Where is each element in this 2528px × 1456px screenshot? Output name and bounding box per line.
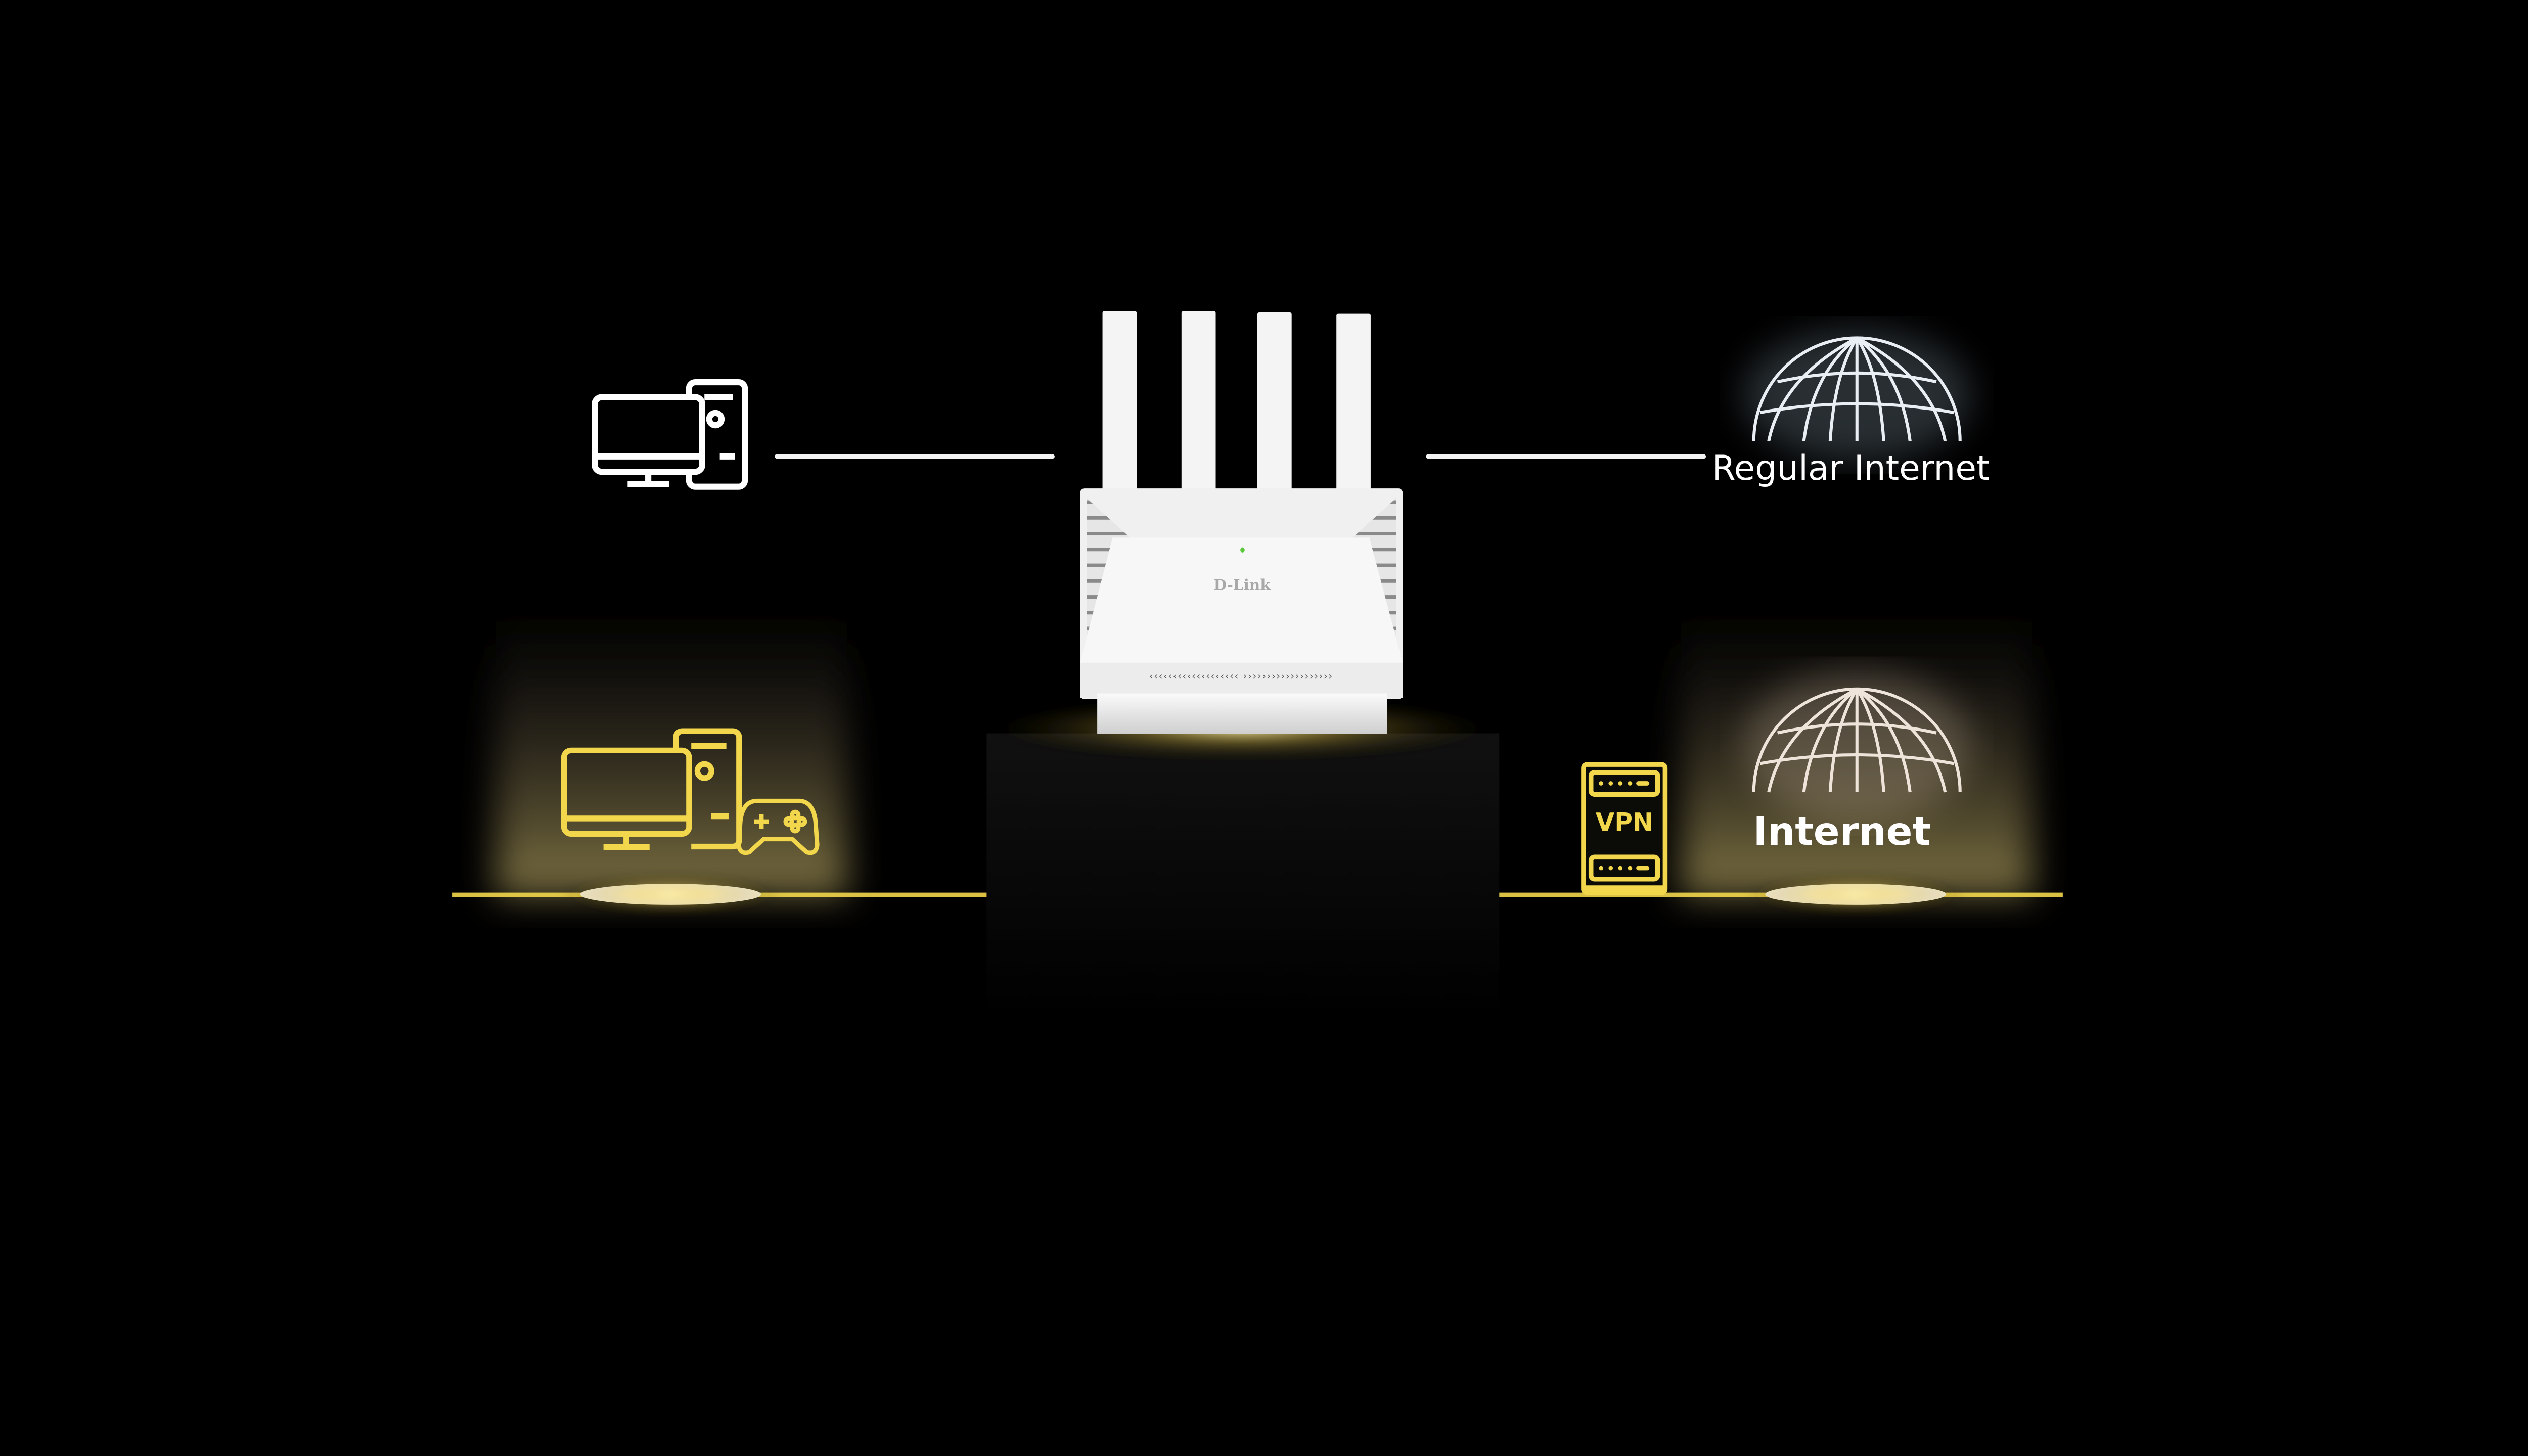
antennas <box>1102 311 1371 491</box>
router-pedestal <box>970 693 1514 1019</box>
gamepad-icon <box>736 798 820 855</box>
bottom-left-beam <box>495 570 847 895</box>
router-brand-logo: D-Link <box>1213 576 1271 594</box>
internet-label: Internet <box>1753 809 1931 854</box>
regular-internet-label: Regular Internet <box>1712 448 1990 488</box>
status-led <box>1240 547 1245 553</box>
desktop-computer-icon <box>592 379 748 490</box>
globe-dome-icon-bottom <box>1743 671 1971 821</box>
globe-dome-icon <box>1743 329 1971 461</box>
right-disc-halo <box>1741 872 1970 917</box>
vpn-routing-diagram: Regular Internet ‹‹‹‹‹‹‹‹‹‹‹‹‹‹‹‹‹‹‹ ›››… <box>452 311 2063 1019</box>
left-disc-halo <box>556 872 785 917</box>
router: ‹‹‹‹‹‹‹‹‹‹‹‹‹‹‹‹‹‹‹ ››››››››››››››››››› … <box>1080 311 1403 734</box>
vpn-server-icon <box>1581 762 1668 895</box>
vpn-label: VPN <box>1596 808 1653 837</box>
vent-chevrons: ‹‹‹‹‹‹‹‹‹‹‹‹‹‹‹‹‹‹‹ ››››››››››››››››››› <box>1149 670 1333 682</box>
